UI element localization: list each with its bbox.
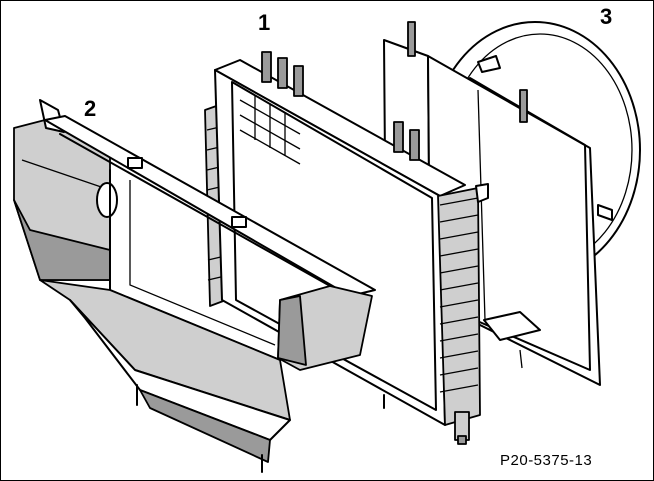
radiator-core-grid — [239, 95, 301, 165]
radiator-right-tank-ribs — [439, 197, 479, 393]
radiator — [204, 51, 489, 445]
callout-3: 3 — [600, 4, 613, 29]
callout-2: 2 — [84, 96, 97, 121]
figure-reference-code: P20-5375-13 — [500, 452, 593, 469]
air-duct-cowl — [13, 99, 376, 473]
callout-1: 1 — [258, 10, 271, 35]
